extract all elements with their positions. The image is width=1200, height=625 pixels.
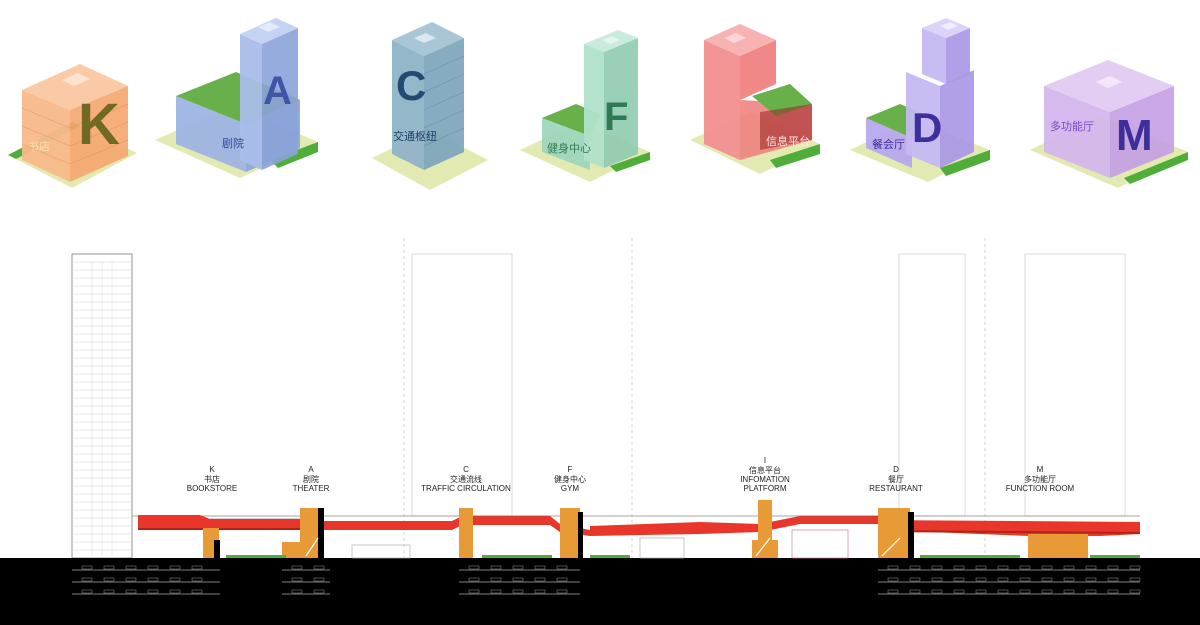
block-a-tower-front (240, 34, 262, 170)
svg-text:A: A (308, 465, 314, 474)
block-k-top-face (22, 64, 128, 110)
block-i-sign: 信息平台 (766, 134, 810, 148)
label-d: D 餐厅 RESTAURANT (869, 465, 923, 493)
section-labels: K 书店 BOOKSTORE A 剧院 THEATER C 交通流线 TRAFF… (187, 456, 1075, 493)
block-m-sign: 多功能厅 (1050, 119, 1094, 133)
block-a: A 剧院 (155, 18, 318, 178)
deck-red-band (138, 515, 300, 530)
label-i: I 信息平台 INFOMATION PLATFORM (740, 456, 790, 493)
block-f-letter: F (604, 95, 628, 139)
label-f: F 健身中心 GYM (554, 465, 586, 493)
isometric-blocks: K 书店 A 剧院 C (8, 18, 1188, 190)
tower-outline-restaurant (898, 253, 966, 517)
label-a: A 剧院 THEATER (293, 465, 330, 493)
svg-text:M: M (1037, 465, 1044, 474)
label-c: C 交通流线 TRAFFIC CIRCULATION (421, 465, 511, 493)
block-d-tower-front (906, 72, 940, 168)
svg-text:健身中心: 健身中心 (554, 474, 586, 484)
svg-text:INFOMATION: INFOMATION (740, 475, 790, 484)
svg-text:RESTAURANT: RESTAURANT (869, 484, 923, 493)
block-f-sign: 健身中心 (547, 141, 591, 155)
svg-text:交通流线: 交通流线 (450, 474, 482, 484)
svg-text:I: I (764, 456, 766, 465)
svg-text:剧院: 剧院 (303, 474, 319, 484)
svg-text:PLATFORM: PLATFORM (744, 484, 787, 493)
vertical-cores (203, 500, 1088, 558)
svg-text:C: C (463, 465, 469, 474)
core-c (459, 508, 473, 558)
block-c-sign: 交通枢纽 (393, 129, 437, 143)
block-k-sign: 书店 (28, 139, 50, 153)
svg-text:书店: 书店 (204, 474, 220, 484)
core-m (1028, 534, 1088, 558)
block-a-sign: 剧院 (222, 136, 244, 150)
elevated-deck (138, 515, 1140, 536)
block-a-letter: A (263, 69, 292, 113)
label-m: M 多功能厅 FUNCTION ROOM (1006, 465, 1075, 493)
block-m-letter: M (1116, 111, 1153, 160)
left-tower (71, 253, 133, 559)
svg-text:餐厅: 餐厅 (888, 475, 904, 484)
svg-text:FUNCTION ROOM: FUNCTION ROOM (1006, 484, 1075, 493)
basement-parking (72, 565, 1141, 595)
svg-text:GYM: GYM (561, 484, 580, 493)
svg-text:TRAFFIC CIRCULATION: TRAFFIC CIRCULATION (421, 484, 511, 493)
block-d-sign: 餐会厅 (872, 137, 905, 151)
core-d (878, 508, 910, 558)
block-i: 信息平台 (690, 24, 820, 174)
svg-text:D: D (893, 465, 899, 474)
label-k: K 书店 BOOKSTORE (187, 465, 238, 493)
svg-text:多功能厅: 多功能厅 (1024, 474, 1056, 484)
block-c: C 交通枢纽 (372, 22, 488, 190)
block-c-letter: C (396, 62, 426, 109)
block-d: D 餐会厅 (850, 18, 990, 182)
svg-text:THEATER: THEATER (293, 484, 330, 493)
block-k: K 书店 (8, 64, 137, 188)
svg-text:信息平台: 信息平台 (749, 465, 781, 475)
section-drawing: K 书店 BOOKSTORE A 剧院 THEATER C 交通流线 TRAFF… (0, 238, 1200, 625)
block-m: M 多功能厅 (1030, 60, 1188, 188)
svg-text:K: K (209, 465, 215, 474)
svg-text:F: F (568, 465, 573, 474)
core-f (560, 508, 580, 558)
block-f: F 健身中心 (520, 30, 650, 182)
block-d-letter: D (912, 104, 942, 151)
block-f-tower-front (584, 44, 604, 168)
svg-text:BOOKSTORE: BOOKSTORE (187, 484, 238, 493)
block-k-letter: K (78, 92, 120, 157)
